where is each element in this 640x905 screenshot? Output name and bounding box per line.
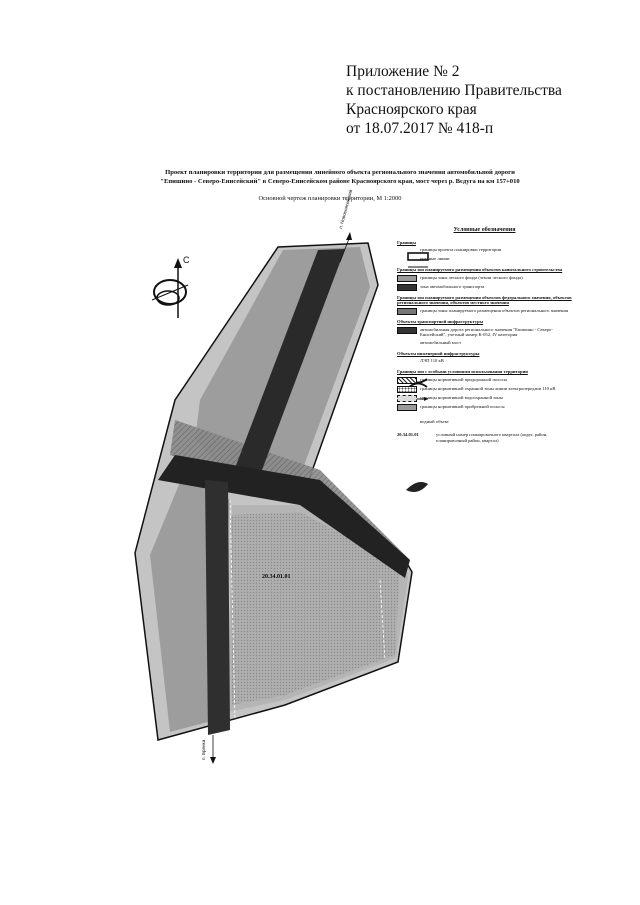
appendix-number: Приложение № 2 [346, 63, 460, 80]
drawing-title: Проект планировки территории для размеще… [130, 168, 550, 186]
legend-section-heading: Границы зон планируемого размещения объе… [397, 294, 572, 306]
legend-section-heading: Объекты транспортной инфраструктуры [397, 318, 484, 324]
legend-item: границы нормативной прибрежной полосы [397, 403, 572, 411]
legend-section-heading: Границы [397, 239, 417, 245]
legend-quarter-code: 20.34.01.01 [397, 431, 419, 437]
road-arrow-top [339, 235, 351, 263]
region-line: Красноярского края [346, 101, 477, 118]
legend-water-item: водный объект [420, 418, 449, 424]
legend-title: Условные обозначения [453, 227, 516, 233]
compass-north-letter: С [183, 255, 190, 265]
road-label-bottom: п. Брянка [201, 739, 206, 760]
legend-item: границы зоны лесного фонда (земли лесног… [397, 274, 572, 282]
legend: Условные обозначения Границы границы про… [397, 227, 572, 445]
legend-item: границы зоны планируемого размещения объ… [397, 307, 572, 315]
legend-quarter-text: условный номер планировочного квартала (… [436, 431, 548, 443]
legend-section-heading: Объекты инженерной инфраструктуры [397, 350, 480, 356]
appendix-header: Приложение № 2 к постановлению Правитель… [346, 62, 562, 138]
resolution-line: к постановлению Правительства [346, 82, 562, 99]
drawing-title-line1: Проект планировки территории для размеще… [165, 169, 515, 176]
legend-item: автомобильный мост [420, 339, 462, 345]
legend-item: границы нормативной охранной зоны линии … [397, 385, 572, 393]
legend-item: зона автомобильного транспорта [397, 283, 572, 291]
legend-item: границы нормативной придорожной полосы [397, 376, 572, 384]
legend-item: границы нормативной водоохранной зоны [397, 394, 572, 402]
roadside-strip [170, 420, 410, 575]
legend-section-heading: Границы зон планируемого размещения объе… [397, 267, 563, 273]
road-arrow-top-head [346, 232, 352, 240]
legend-boundary-icons [407, 252, 429, 268]
legend-section-heading: Границы зон с особыми условиями использо… [397, 369, 528, 375]
road-arrow-bottom-head [210, 757, 216, 764]
powerline-zone [230, 512, 400, 705]
road-upper [235, 249, 345, 470]
drawing-subtitle: Основной чертеж планировки территории, М… [258, 195, 402, 202]
legend-water-icon [406, 482, 428, 492]
road-lower [205, 480, 230, 735]
drawing-title-line2: "Епишино - Северо-Енисейский" в Северо-Е… [160, 178, 520, 185]
legend-item: красные линии [420, 256, 450, 262]
quarter-label: 20.34.01.01 [262, 574, 291, 580]
legend-item: автомобильная дорога регионального значе… [397, 326, 572, 338]
compass-icon [151, 258, 189, 318]
legend-item: границы проекта планировки территории [420, 247, 502, 253]
water-protection-line-2 [379, 579, 386, 661]
date-number-line: от 18.07.2017 № 418-п [346, 120, 494, 137]
water-protection-line [229, 499, 236, 721]
legend-item: ЛЭП 110 кВ [420, 358, 444, 364]
legend-quarter-item: 20.34.01.01 условный номер планировочног… [397, 432, 572, 443]
